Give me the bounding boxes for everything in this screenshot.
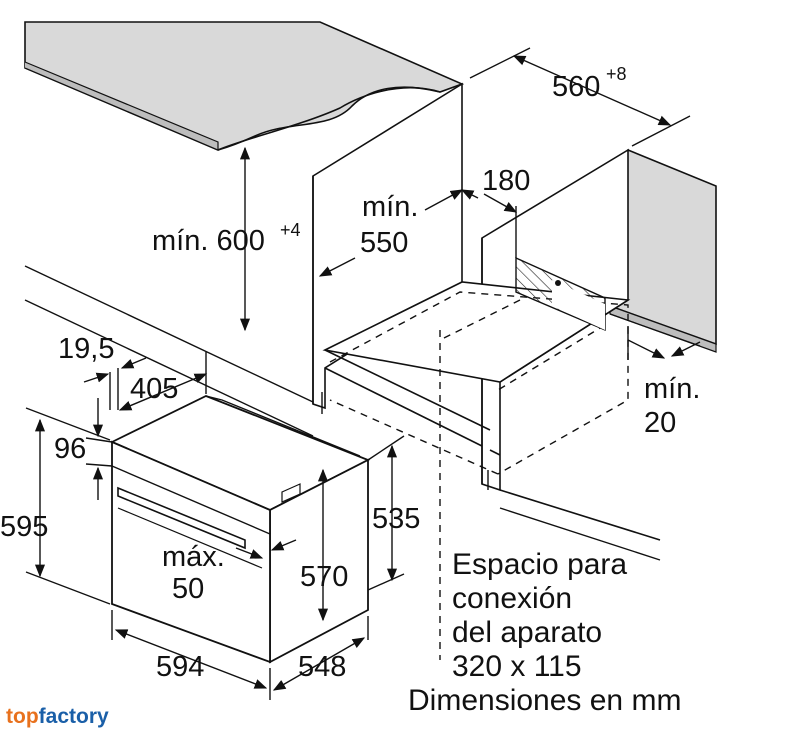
note-line-4: 320 x 115 bbox=[452, 650, 582, 683]
brand-logo-part-1: top bbox=[6, 705, 39, 728]
right-wall-panel bbox=[608, 149, 717, 353]
min-depth-label-2: 550 bbox=[360, 227, 408, 259]
total-width-label: 594 bbox=[156, 651, 204, 683]
oven bbox=[109, 395, 371, 664]
body-height-label: 570 bbox=[300, 561, 348, 593]
connection-offset-label: 180 bbox=[482, 165, 530, 197]
note-line-5: Dimensiones en mm bbox=[408, 684, 681, 717]
niche-height-tol: +4 bbox=[280, 220, 301, 240]
niche-width-label: 560 bbox=[552, 71, 600, 103]
brand-logo: topfactory bbox=[6, 705, 109, 729]
cabinet-niche bbox=[312, 82, 661, 541]
connection-zone bbox=[515, 256, 606, 332]
note-line-1: Espacio para bbox=[452, 548, 627, 581]
dimension-lines bbox=[25, 47, 701, 700]
min-depth-label-1: mín. bbox=[362, 191, 418, 223]
niche-width-tol: +8 bbox=[606, 64, 627, 84]
total-depth-label: 548 bbox=[298, 651, 346, 683]
brand-logo-part-2: factory bbox=[38, 705, 109, 728]
handle-label-1: máx. bbox=[162, 541, 225, 573]
hidden-lines bbox=[329, 291, 629, 660]
total-height-label: 595 bbox=[0, 511, 48, 543]
frame-depth-label: 405 bbox=[130, 373, 178, 405]
worktop bbox=[24, 21, 465, 151]
note-line-3: del aparato bbox=[452, 616, 602, 649]
panel-height-label: 96 bbox=[54, 433, 86, 465]
note-line-2: conexión bbox=[452, 582, 572, 615]
min-gap-label-1: mín. bbox=[644, 373, 700, 405]
body-side-height-label: 535 bbox=[372, 503, 420, 535]
base-lines bbox=[24, 265, 661, 561]
min-gap-label-2: 20 bbox=[644, 407, 676, 439]
niche-height-label: mín. 600 bbox=[152, 225, 265, 257]
handle-label-2: 50 bbox=[172, 573, 204, 605]
frame-thickness-label: 19,5 bbox=[58, 333, 114, 365]
